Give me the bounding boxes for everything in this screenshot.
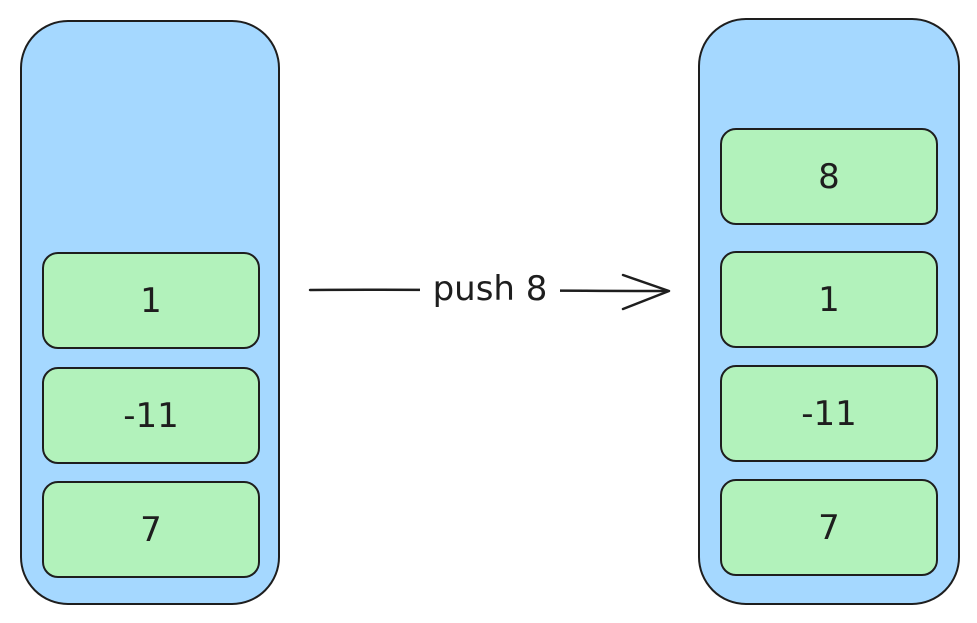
stack-before-cell-1: 1 (42, 252, 260, 349)
stack-before-cell-3: 7 (42, 481, 260, 578)
stack-before: 1 -11 7 (20, 20, 280, 605)
stack-after-cell-3: -11 (720, 365, 938, 462)
stack-after-cell-1: 8 (720, 128, 938, 225)
push-label: push 8 (420, 266, 560, 312)
stack-after-cell-4: 7 (720, 479, 938, 576)
stack-after: 8 1 -11 7 (698, 18, 960, 605)
stack-after-cell-2: 1 (720, 251, 938, 348)
stack-before-cell-2: -11 (42, 367, 260, 464)
